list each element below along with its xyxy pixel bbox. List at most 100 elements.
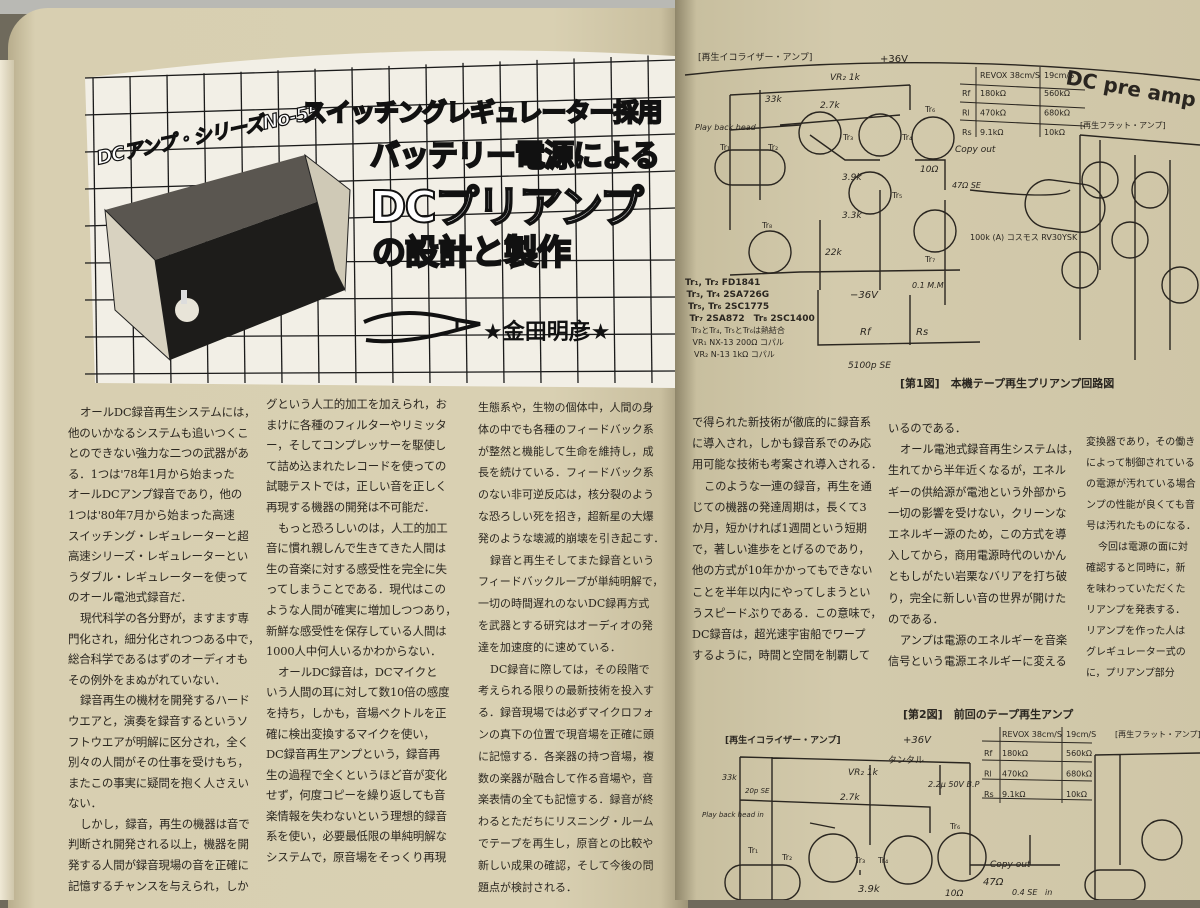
text-line: じての機器の発達周期は，長くて3 [692, 500, 867, 514]
fig2-tr2: Tr₂ [781, 853, 792, 862]
fig2-copy-out: Copy out [990, 860, 1031, 870]
fig2-vr: VR₂ 1k [848, 768, 879, 778]
fig2-cap: 2.2μ 50V B.P [928, 780, 980, 789]
text-line: ンプの性能が良くても音 [1086, 500, 1195, 511]
fig1-copy-out: Copy out [955, 145, 996, 155]
grid-line [610, 56, 616, 384]
text-line: 系を使い，必要最低限の単純明解な [266, 829, 447, 844]
table-cell: Rl [962, 109, 970, 118]
text-line: 一切の時間遅れのないDC録再方式 [478, 597, 650, 611]
text-line: が整然と機能して生命を維持し，成 [478, 444, 654, 458]
pliers-icon [363, 311, 481, 344]
text-line: 楽情報を失わないという理想的録音 [266, 808, 447, 823]
table-header: 19cm/S [1044, 71, 1074, 80]
text-line: ない． [68, 796, 102, 811]
fig1-c01: 0.1 M.M [912, 281, 944, 290]
article-column-1: オールDC録音再生システムには，他のいかなるシステムも追いつくことのできない強力… [68, 402, 260, 896]
table-cell: 470kΩ [1002, 770, 1028, 779]
text-line: 再現する機器の開発は不可能だ． [266, 499, 436, 514]
text-line: を味わっていただくた [1086, 584, 1186, 595]
parts-list-item: Tr₅, Tr₆ 2SC1775 [688, 302, 769, 312]
figure-2-schematic: [再生イコライザー・アンプ] +36V [再生フラット・アンプ] 33k Pla… [702, 727, 1200, 900]
grid-line [462, 62, 468, 384]
text-line: DC録音再生アンプという，録音再 [266, 747, 440, 762]
fig2-r27: 2.7k [840, 793, 860, 803]
table-cell: 180kΩ [980, 89, 1006, 98]
fig1-cap: 5100p SE [848, 361, 891, 371]
fig1-r33k: 3.3k [842, 211, 862, 221]
grid-line [573, 58, 579, 384]
text-line: 発のような壊滅的崩壊を引き起こす． [478, 531, 665, 545]
fig1-vplus: +36V [880, 54, 908, 65]
text-line: まけに各種のフィルターやリミッタ [266, 417, 447, 432]
fig1-section-left: [再生イコライザー・アンプ] [698, 51, 812, 63]
text-line: フトウエアが明解に区分され，全く [68, 734, 249, 749]
text-line: 確に検出変換するマイクを使い， [266, 726, 435, 741]
text-line: リアンプを発表する． [1086, 605, 1186, 616]
text-line: フィードバックループが単純明解で， [478, 575, 664, 589]
fig2-tr6: Tr₆ [949, 822, 960, 831]
text-line: グという人工的加工を加えられ，お [266, 397, 447, 411]
author-name: ★金田明彦★ [483, 320, 611, 345]
text-line: 変換器であり，その働き [1086, 437, 1196, 448]
parts-list-item: Tr₃とTr₄, Tr₅とTr₆は熱結合 [690, 325, 785, 335]
fig1-r47: 47Ω SE [952, 181, 982, 190]
table-cell: 470kΩ [980, 109, 1006, 118]
text-line: 題点が検討される． [478, 880, 577, 894]
text-line: 入してから，商用電源時代のいかん [888, 549, 1067, 563]
grid-line [536, 59, 542, 384]
figure-2-caption: [第2図] 前回のテープ再生アンプ [903, 708, 1074, 721]
grid-line [85, 96, 675, 116]
fig1-tr8: Tr₈ [761, 221, 772, 230]
text-line: ってしまうことである．現代はこの [266, 582, 446, 597]
fig1-vr: VR₂ 1k [830, 73, 861, 83]
text-line: に記憶する．各楽器の持つ音場，複 [478, 749, 654, 763]
grid-line [85, 133, 675, 153]
fig1-tr2: Tr₂ [767, 143, 778, 152]
text-line: オールDCアンプ録音であり，他の [68, 487, 243, 502]
figure-1-schematic: [再生イコライザー・アンプ] +36V VR₂ 1k 2.7k 33k Play… [684, 51, 1200, 371]
text-line: うダブル・レギュレーターを使って [68, 569, 248, 584]
text-line: に導入され，しかも録音系でのみ応 [692, 437, 872, 451]
text-line: システムで，原音場をそっくり再現 [266, 850, 446, 865]
text-line: 信号という電源エネルギーに変える [888, 655, 1067, 669]
fig1-r33: 33k [765, 95, 782, 105]
fig1-section-right: [再生フラット・アンプ] [1080, 120, 1166, 130]
text-line: 発する人間が録音現場の音を正確に [68, 858, 249, 873]
text-line: 音に慣れ親しんで生きてきた人間は [266, 541, 446, 556]
text-line: その例外をまぬがれていない． [68, 672, 226, 687]
text-line: 用可能な技術も考案され導入される． [692, 458, 883, 472]
text-line: のである． [888, 612, 944, 626]
text-line: ギーの供給源が電池という外部から [888, 485, 1068, 499]
text-line: DC録音に際しては，その段階で [490, 662, 650, 676]
table-cell: 9.1kΩ [1002, 790, 1025, 799]
text-line: によって制御されている [1086, 458, 1195, 469]
fig2-tr3: Tr₃ [854, 856, 865, 865]
text-line: り，完全に新しい音の世界が開けた [888, 591, 1067, 605]
text-line: ような人間が確実に増加しつつあり， [266, 602, 457, 617]
text-line: て詰め込まれたレコードを使っての [266, 458, 447, 473]
text-line: いるのである． [888, 422, 967, 435]
text-line: に，プリアンプ部分 [1086, 668, 1175, 679]
parts-list-item: VR₁ NX-13 200Ω コパル [693, 338, 784, 347]
text-line: 体の中でも各種のフィードバック系 [478, 422, 654, 436]
fig2-vplus: +36V [903, 735, 932, 746]
text-line: スイッチング・レギュレーターと超 [68, 528, 249, 543]
page-stack-edge [0, 60, 14, 900]
parts-list-item: Tr₁, Tr₂ FD1841 [685, 278, 760, 288]
right-column-1: で得られた新技術が徹底的に録音系に導入され，しかも録音系でのみ応用可能な技術も考… [692, 412, 882, 666]
text-line: 門化され，細分化されつつある中で， [68, 631, 260, 646]
table-header: REVOX 38cm/S [980, 71, 1040, 80]
fig1-r27: 2.7k [820, 101, 840, 111]
text-line: うスピードぶりである．この意味で， [692, 606, 882, 620]
text-line: る．録音現場では必ずマイクロフォ [478, 706, 654, 720]
grid-line [85, 59, 675, 79]
text-line: の電源が汚れている場合 [1086, 479, 1196, 490]
fig2-head: Play back head in [702, 811, 764, 819]
grid-line [85, 170, 675, 190]
text-line: 録音再生の機材を開発するハード [80, 693, 250, 708]
amplifier-box-photo [104, 153, 351, 362]
text-line: 試聴テストでは，正しい音を正しく [266, 479, 447, 494]
text-line: 楽表情の全ても記憶する．録音が終 [478, 793, 654, 807]
parts-list-item: VR₂ N-13 1kΩ コパル [694, 350, 775, 359]
